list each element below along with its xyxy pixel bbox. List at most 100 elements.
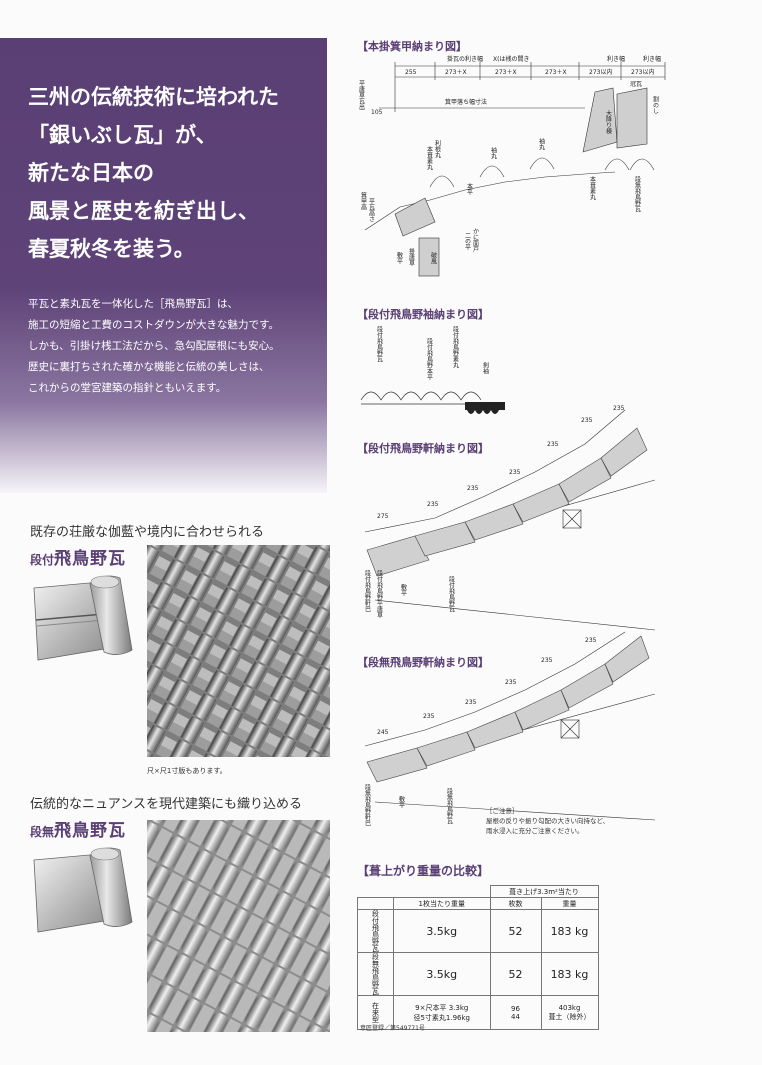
diagram-dim: 273以内 — [631, 68, 654, 76]
hero-title: 三州の伝統技術に培われた 「銀いぶし瓦」が、 新たな日本の 風景と歴史を紡ぎ出し… — [28, 78, 318, 268]
table-row: 段無飛鳥野瓦 3.5kg 52 183 kg — [357, 952, 599, 996]
diagram-label-vertical: 袖丸 — [490, 146, 497, 160]
table-header: 枚数 — [489, 897, 542, 910]
product-heading: 伝統的なニュアンスを現代建築にも織り込める — [30, 797, 302, 812]
diagram-dim: 105 — [371, 109, 383, 116]
diagram-stepped-eave: 275 235 235 235 235 235 235 段付飛鳥野軒巴 段付飛鳥… — [364, 405, 655, 631]
diagram-dim: 235 — [465, 699, 477, 706]
tile-product-image — [33, 847, 133, 933]
notice-box: ［ご注意］ 屋根の反りや振り勾配の大きい向持など、 雨水浸入に充分ご注意ください… — [486, 806, 609, 836]
hero-title-line: 春夏秋冬を装う。 — [28, 236, 195, 261]
table-group-header: 葺き上げ3.3m²当たり — [489, 885, 599, 898]
diagram-label-vertical: 大降り棟 — [605, 109, 612, 135]
diagram-label-vertical: 本葺素丸 — [589, 175, 596, 201]
roof-photo-flat — [147, 820, 330, 1032]
diagram-label-vertical: 段付飛鳥野瓦 — [448, 575, 455, 613]
product-name: 段付飛鳥野瓦 — [30, 544, 126, 569]
diagram-eave-verge: 掛瓦の利き幅 X(は桟の間き 利き幅 利き幅 255 273＋X 273＋X 2… — [358, 55, 666, 277]
table-header: 1枚当たり重量 — [393, 897, 491, 910]
roof-photo-stepped — [147, 545, 330, 757]
diagram-label-vertical: 段付飛鳥野素丸 — [452, 325, 459, 369]
diagram-label-vertical: 利根丸 — [434, 139, 441, 159]
diagram-label-vertical: 敷平 — [398, 795, 405, 809]
diagram-dim: 235 — [585, 637, 597, 644]
table-cell: 52 — [489, 952, 542, 996]
table-cell: 3.5kg — [393, 909, 491, 953]
diagram-label: 利き幅 — [643, 55, 661, 63]
table-cell: 9×尺本平 3.3kg 径5寸素丸1.96kg — [393, 995, 491, 1030]
diagram-dim: 235 — [581, 417, 593, 424]
diagram-label-vertical: 割のし — [652, 95, 659, 114]
diagram-dim: 235 — [541, 657, 553, 664]
table-cell-name: 在来型 — [371, 1002, 380, 1023]
diagram-label-vertical: 敷平 — [400, 583, 407, 597]
hero-title-line: 新たな日本の — [28, 160, 154, 185]
diagram-dim: 255 — [405, 69, 417, 76]
diagram-label-vertical: 段付飛鳥野軒巴 — [364, 569, 371, 612]
diagram-label: 掛瓦の利き幅 — [447, 55, 483, 63]
diagram-label-vertical: 段無飛鳥野瓦 — [634, 175, 641, 213]
diagram-label-vertical: 段付飛鳥野瓦 — [376, 325, 383, 363]
hero-body-line: これからの堂宮建築の指針ともいえます。 — [28, 382, 227, 394]
diagram-label-vertical: 敷平 — [396, 251, 403, 265]
hero-panel: 三州の伝統技術に培われた 「銀いぶし瓦」が、 新たな日本の 風景と歴史を紡ぎ出し… — [0, 38, 327, 493]
table-cell-name: 段無飛鳥野瓦 — [371, 953, 380, 995]
diagram-title: 【本掛箕甲納まり図】 — [357, 40, 467, 53]
product-caption: 尺×尺1寸版もあります。 — [147, 767, 227, 775]
design-registration: 意匠登録／第549771号 — [360, 1025, 425, 1032]
table-header: 重量 — [540, 897, 599, 910]
diagram-label-vertical: 箕甲高 — [360, 191, 367, 211]
product-name: 段無飛鳥野瓦 — [30, 816, 126, 841]
hero-title-line: 風景と歴史を紡ぎ出し、 — [28, 198, 259, 223]
diagram-label: 箕甲落ち幅寸法 — [445, 98, 487, 106]
diagram-label-vertical: 二の平 — [464, 232, 471, 251]
diagram-dim: 275 — [377, 513, 389, 520]
hero-body: 平瓦と素丸瓦を一体化した［飛鳥野瓦］は、 施工の短縮と工費のコストダウンが大きな… — [28, 294, 328, 399]
diagram-label-vertical: 本葺素丸 — [426, 145, 433, 171]
diagram-label-vertical: 段付飛鳥野本平 — [426, 337, 433, 381]
diagram-label-vertical: 段無飛鳥野軒巴 — [364, 783, 371, 826]
product-prefix: 段付 — [30, 553, 55, 567]
product-heading: 既存の荘厳な伽藍や境内に合わせられる — [30, 525, 265, 540]
diagram-title: 【段付飛鳥野袖納まり図】 — [357, 308, 489, 321]
diagram-title: 【段無飛鳥野軒納まり図】 — [357, 656, 489, 669]
diagram-dim: 235 — [547, 441, 559, 448]
product-name-text: 飛鳥野瓦 — [54, 549, 127, 569]
diagram-label-vertical: 段無飛鳥野瓦 — [446, 787, 453, 825]
tile-product-image — [33, 575, 133, 661]
hero-body-line: 施工の短縮と工費のコストダウンが大きな魅力です。 — [28, 319, 279, 331]
diagram-dim: 245 — [377, 729, 389, 736]
diagram-label-vertical: 段付飛鳥野平唐草 — [376, 569, 383, 619]
diagram-dim: 273＋X — [445, 69, 467, 76]
hero-body-line: しかも、引掛け桟工法だから、急勾配屋根にも安心。 — [28, 340, 280, 352]
diagram-label: 利き幅 — [607, 55, 625, 63]
diagram-label-vertical: 平唐草瓦出 — [358, 80, 365, 111]
diagram-title: 【段付飛鳥野軒納まり図】 — [357, 442, 489, 455]
diagram-dim: 235 — [509, 469, 521, 476]
diagram-dim: 235 — [423, 713, 435, 720]
table-title: 【葺上がり重量の比較】 — [357, 864, 490, 878]
table-cell: 183 kg — [540, 909, 599, 953]
table-cell-name: 段付飛鳥野瓦 — [371, 910, 380, 952]
diagram-label-vertical: 掛唐草 — [408, 247, 415, 267]
diagram-verge: 段付飛鳥野瓦 段付飛鳥野素丸 段付飛鳥野本平 剣袖 — [360, 325, 505, 414]
notice-title: ［ご注意］ — [486, 807, 519, 815]
diagram-label-vertical: 本平 — [466, 182, 473, 196]
diagram-label: X(は桟の間き — [493, 55, 529, 63]
table-header — [357, 897, 394, 910]
diagram-label-vertical: 破風 — [430, 251, 437, 265]
diagram-label-vertical: 平瓦高さ — [368, 198, 375, 223]
diagram-dim: 235 — [505, 679, 517, 686]
notice-line: 雨水浸入に充分ご注意ください。 — [486, 827, 584, 835]
diagram-label-vertical: 剣袖 — [482, 362, 489, 375]
diagram-flat-eave: 245 235 235 235 235 235 段無飛鳥野軒巴 敷平 段無飛鳥野… — [364, 631, 655, 826]
notice-line: 屋根の反りや振り勾配の大きい向持など、 — [486, 817, 610, 825]
diagram-dim: 273以内 — [589, 68, 612, 76]
diagram-dim: 273＋X — [545, 69, 567, 76]
table-row: 在来型 9×尺本平 3.3kg 径5寸素丸1.96kg 96 44 403kg … — [357, 995, 599, 1030]
table-row: 段付飛鳥野瓦 3.5kg 52 183 kg — [357, 909, 599, 953]
weight-table: 葺き上げ3.3m²当たり 1枚当たり重量 枚数 重量 段付飛鳥野瓦 3.5kg … — [357, 885, 599, 1030]
diagram-label: 冠瓦 — [630, 81, 642, 88]
table-cell: 403kg 葺土（除外） — [540, 995, 599, 1030]
